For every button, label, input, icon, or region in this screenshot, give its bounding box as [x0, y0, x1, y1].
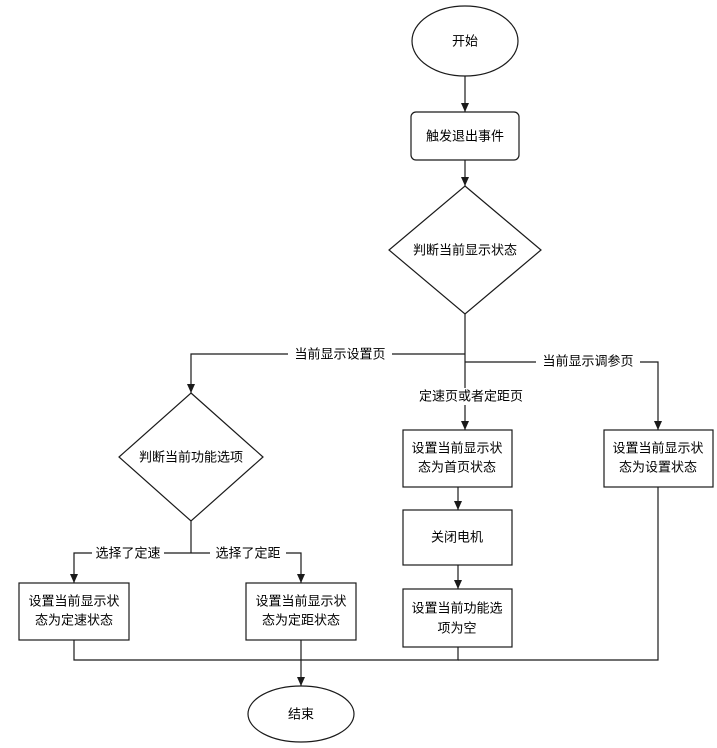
edge-speed-merge [73, 640, 301, 661]
edge-label-tuning-page: 当前显示调参页 [542, 354, 633, 370]
set-func-empty-label-2: 项为空 [437, 622, 476, 637]
set-settings-label-2: 态为设置状态 [619, 461, 697, 476]
start-node [411, 5, 519, 77]
judge-state-node [388, 185, 542, 315]
edge-settings-merge [458, 487, 659, 661]
set-dist-node [245, 582, 357, 641]
set-settings-node [603, 429, 714, 488]
edge-empty-merge [301, 647, 459, 661]
judge-func-node [118, 392, 264, 522]
edge-labels: 当前显示设置页 当前显示调参页 定速页或者定距页 选择了定速 选择了定距 [92, 346, 640, 562]
set-func-empty-node [402, 588, 513, 648]
judge-func-label: 判断当前功能选项 [139, 450, 243, 466]
connectors [70, 76, 662, 686]
edge-label-chose-speed: 选择了定速 [95, 547, 160, 562]
set-func-empty-label-1: 设置当前功能选 [411, 601, 502, 617]
edge-label-settings-page: 当前显示设置页 [294, 347, 385, 363]
end-node [247, 685, 355, 743]
end-label: 结束 [288, 708, 314, 723]
judge-state-label: 判断当前显示状态 [413, 243, 517, 259]
close-motor-node [402, 509, 513, 566]
edge-label-chose-dist: 选择了定距 [215, 547, 280, 562]
set-home-node [402, 429, 513, 488]
set-dist-label-1: 设置当前显示状 [255, 594, 346, 610]
set-home-label-1: 设置当前显示状 [411, 441, 502, 457]
set-speed-label-2: 态为定速状态 [35, 614, 113, 629]
set-dist-label-2: 态为定距状态 [262, 614, 340, 629]
start-label: 开始 [452, 35, 478, 50]
trigger-label: 触发退出事件 [426, 129, 504, 145]
edge-label-speed-or-dist-page: 定速页或者定距页 [419, 390, 523, 405]
trigger-node [410, 111, 520, 161]
set-home-label-2: 态为首页状态 [418, 461, 496, 476]
set-speed-label-1: 设置当前显示状 [28, 594, 119, 610]
set-speed-node [18, 582, 130, 641]
edge-judge-to-settings [465, 361, 662, 430]
set-settings-label-1: 设置当前显示状 [612, 441, 703, 457]
close-motor-label: 关闭电机 [431, 531, 483, 546]
